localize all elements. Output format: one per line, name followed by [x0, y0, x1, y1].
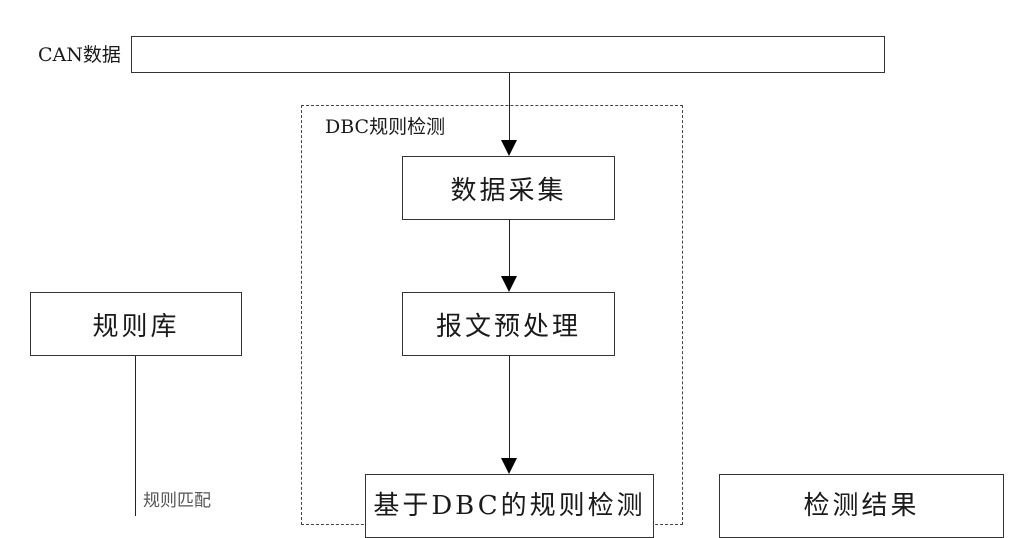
node-result: 检测结果: [719, 474, 1004, 538]
node-preprocess-label: 报文预处理: [435, 311, 581, 342]
dbc-group-label: DBC规则检测: [325, 116, 446, 138]
edge-preprocess-to-check: [509, 356, 510, 459]
node-rule-library: 规则库: [30, 292, 242, 356]
node-data-collection: 数据采集: [402, 156, 615, 220]
node-dbc-rule-check: 基于DBC的规则检测: [365, 474, 654, 538]
edge-can-to-collection: [509, 73, 510, 145]
edge-label-rule-feed: 规则匹配: [143, 491, 211, 511]
can-data-label: CAN数据: [38, 44, 121, 66]
arrow-head-icon: [501, 458, 517, 474]
edge-collection-to-preprocess: [509, 220, 510, 277]
arrow-head-icon: [501, 276, 517, 292]
arrow-head-icon: [501, 140, 517, 156]
can-data-bar: [131, 36, 885, 73]
node-dbc-rule-check-label: 基于DBC的规则检测: [373, 491, 646, 521]
node-data-collection-label: 数据采集: [450, 175, 567, 206]
node-rule-library-label: 规则库: [92, 311, 180, 342]
node-result-label: 检测结果: [803, 491, 920, 521]
edge-rule-library-down: [135, 356, 136, 516]
node-preprocess: 报文预处理: [402, 292, 615, 356]
